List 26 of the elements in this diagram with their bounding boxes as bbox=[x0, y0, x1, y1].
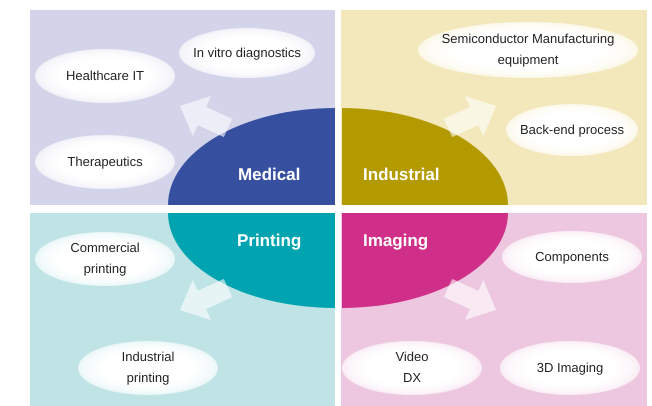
category-label: Therapeutics bbox=[67, 152, 143, 171]
quadrant-panel bbox=[341, 10, 647, 205]
segment-label: Industrial bbox=[363, 165, 440, 185]
category-label: In vitro diagnostics bbox=[193, 44, 301, 62]
segment-shape bbox=[342, 108, 508, 205]
quadrant-panel bbox=[341, 213, 647, 406]
segment-label: Medical bbox=[238, 165, 300, 185]
category-label: 3D Imaging bbox=[536, 358, 604, 377]
block-arrow bbox=[180, 278, 232, 320]
segment-shape bbox=[168, 108, 335, 205]
block-arrow bbox=[444, 278, 496, 320]
block-arrow bbox=[444, 96, 496, 138]
category-label: Video DX bbox=[394, 348, 430, 387]
category-label: Semiconductor Manufacturing equipment bbox=[440, 30, 616, 69]
category-label: Components bbox=[535, 248, 609, 266]
category-label: Industrial printing bbox=[120, 348, 176, 387]
category-label: Healthcare IT bbox=[66, 66, 144, 85]
quadrant-panel bbox=[30, 213, 335, 406]
category-label: Back-end process bbox=[520, 120, 624, 139]
segment-label: Imaging bbox=[363, 231, 428, 251]
quadrant-panel bbox=[30, 10, 335, 205]
block-arrow bbox=[180, 96, 232, 138]
category-label: Commercial printing bbox=[69, 239, 141, 278]
segment-shape bbox=[342, 213, 508, 308]
segment-label: Printing bbox=[237, 231, 302, 251]
segment-shape bbox=[168, 213, 335, 308]
